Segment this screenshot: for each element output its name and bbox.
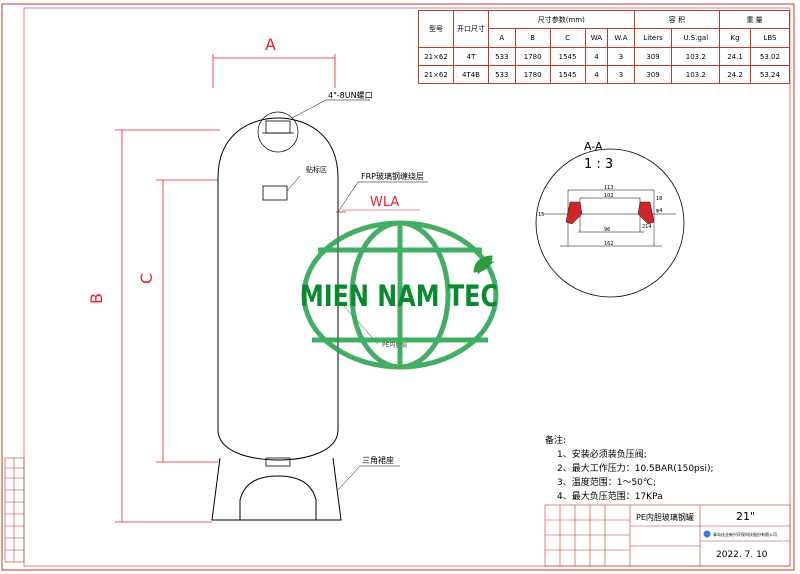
watermark-leaf-icon — [473, 255, 495, 275]
table-cell: 1545 — [549, 47, 586, 66]
base-skirt — [211, 457, 342, 521]
table-cell: 309 — [633, 47, 673, 66]
spec-table-header: 型号 开口尺寸 尺寸参数(mm) 容 积 重 量 — [418, 10, 790, 48]
title-block-size: 21" — [736, 510, 755, 523]
section-dim-214: 214 — [642, 224, 652, 230]
section-circle — [535, 148, 685, 298]
pe-liner-label: PE内胆层 — [382, 341, 407, 349]
subheader-cell: WA — [584, 28, 609, 48]
subheader-cell: W.A — [607, 28, 635, 48]
table-cell: 4 — [584, 47, 609, 66]
dim-c-lines — [156, 179, 218, 463]
table-cell: 53.24 — [749, 65, 791, 84]
spec-table-subheader: A B C WA W.A Liters U.S.gal Kg LBS — [419, 28, 791, 48]
subheader-cell: Liters — [633, 28, 673, 48]
subheader-cell: Kg — [719, 28, 751, 48]
note-item: 3、温度范围：1～50℃; — [557, 478, 657, 488]
sheet-border — [1, 3, 795, 571]
section-dim-15: 15 — [538, 212, 544, 218]
revision-strip — [4, 457, 25, 563]
table-cell: 4 — [584, 65, 609, 84]
title-block-product: PE内胆玻璃钢罐 — [636, 512, 694, 522]
section-flange-left — [565, 201, 583, 225]
note-item: 4、最大负压范围：17KPa — [557, 492, 663, 502]
watermark-globe — [301, 220, 499, 370]
table-cell: 4T — [453, 47, 489, 66]
section-dim-102: 102 — [604, 193, 614, 199]
header-weight: 重 量 — [719, 10, 790, 29]
table-cell: 24.1 — [719, 47, 751, 66]
table-cell: 533 — [488, 47, 516, 66]
table-cell: 21×62 — [418, 47, 454, 66]
notes-title: 备注: — [545, 436, 567, 446]
table-cell: 103.2 — [671, 65, 721, 84]
dim-c: C — [137, 273, 156, 284]
title-block-date: 2022. 7. 10 — [716, 550, 768, 560]
header-model: 型号 — [418, 10, 454, 48]
section-flange-right — [637, 201, 655, 225]
subheader-cell: A — [488, 28, 516, 48]
note-item: 2、最大工作压力：10.5BAR(150psi); — [557, 464, 714, 474]
title-block-company: 青岛佳业新兴环保科技股份有限公司 — [713, 531, 777, 537]
notes: 备注: 1、安装必须装负压阀; 2、最大工作压力：10.5BAR(150psi)… — [545, 434, 714, 504]
subheader-cell: LBS — [749, 28, 791, 48]
section-dim-113: 113 — [604, 185, 614, 191]
table-cell: 1780 — [514, 47, 551, 66]
tank-outline — [217, 117, 339, 467]
note-item: 1、安装必须装负压阀; — [557, 450, 647, 460]
subheader-cell: B — [514, 28, 551, 48]
table-cell: 533 — [488, 65, 516, 84]
table-cell: 3 — [607, 47, 635, 66]
table-cell: 53.02 — [749, 47, 791, 66]
subheader-cell: U.S.gal — [671, 28, 721, 48]
dim-a-lines — [212, 54, 336, 88]
watermark-text: MIEN NAM TEC — [300, 279, 498, 313]
title-block-grid — [544, 504, 791, 567]
dim-a: A — [265, 35, 276, 54]
header-opening: 开口尺寸 — [453, 10, 489, 48]
section-dim-18: 18 — [656, 196, 662, 202]
section-detail — [542, 189, 676, 247]
company-logo-icon — [703, 530, 711, 538]
section-dim-162: 162 — [604, 241, 614, 247]
table-cell: 21×62 — [418, 65, 454, 84]
dim-b-lines — [115, 129, 220, 523]
base-label: 三角裙座 — [362, 455, 394, 465]
section-dim-phi4: φ4 — [656, 208, 662, 214]
table-cell: 1780 — [514, 65, 551, 84]
table-row: 21×62 4T4B 533 1780 1545 4 3 309 103.2 2… — [418, 65, 791, 84]
header-size-params: 尺寸参数(mm) — [488, 10, 635, 29]
table-cell: 3 — [607, 65, 635, 84]
port-label: 4"-8UN螺口 — [328, 90, 373, 100]
table-cell: 309 — [633, 65, 673, 84]
table-row: 21×62 4T 533 1780 1545 4 3 309 103.2 24.… — [418, 47, 791, 66]
subheader-cell: C — [549, 28, 586, 48]
section-scale: 1 : 3 — [584, 157, 613, 172]
inner-frame — [23, 7, 791, 567]
table-cell: 4T4B — [453, 65, 489, 84]
table-cell: 1545 — [549, 65, 586, 84]
dim-b: B — [87, 293, 106, 304]
spec-table: 型号 开口尺寸 尺寸参数(mm) 容 积 重 量 A B C WA W.A Li… — [418, 10, 791, 84]
port-detail-circle — [257, 111, 299, 153]
table-cell: 103.2 — [671, 47, 721, 66]
table-cell: 24.2 — [719, 65, 751, 84]
header-volume: 容 积 — [633, 10, 721, 29]
frp-layer-label: FRP玻璃钢缠绕层 — [361, 171, 424, 181]
section-dim-96: 96 — [604, 227, 610, 233]
label-plate — [262, 185, 288, 201]
dim-wla: WLA — [370, 195, 399, 210]
label-plate-text: 贴标区 — [306, 165, 327, 174]
